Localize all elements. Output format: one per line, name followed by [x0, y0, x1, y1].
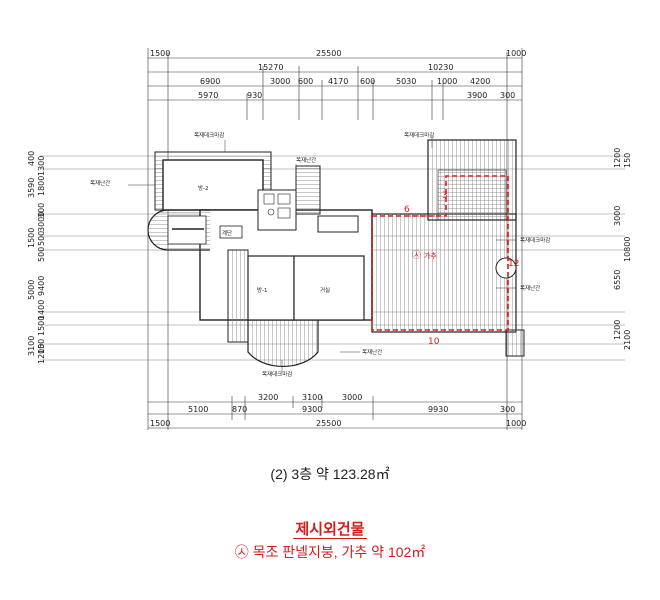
svg-text:3100: 3100 — [27, 336, 36, 356]
dim-r3-3: 600 — [298, 77, 313, 86]
floor-caption: (2) 3층 약 123.28㎡ — [270, 466, 390, 482]
svg-text:3200: 3200 — [258, 393, 278, 402]
red-symbol-text: 가추 — [424, 251, 437, 260]
callout-wood-deck-right-mid: 목재데크마감 — [520, 236, 550, 244]
callout-wood-rail-right: 목재난간 — [520, 284, 540, 292]
callout-wood-rail-left: 목재난간 — [90, 179, 110, 187]
svg-text:300: 300 — [37, 203, 46, 218]
dim-r4-2: 930 — [247, 91, 262, 100]
svg-text:1500: 1500 — [27, 228, 36, 248]
svg-text:9930: 9930 — [428, 405, 448, 414]
dim-r3-1: 6900 — [200, 77, 220, 86]
dim-r3-8: 4200 — [470, 77, 490, 86]
room-labels: 방-2 방-1 거실 계단 — [198, 184, 330, 294]
red-annex-boundary — [371, 175, 509, 331]
extra-building-title: 제시외건물 — [0, 518, 660, 539]
room-stair: 계단 — [222, 229, 232, 237]
dim-r2-1: 15270 — [258, 63, 283, 72]
dim-top-3: 1000 — [506, 49, 526, 58]
red-number-12: 12 — [508, 259, 519, 269]
svg-text:5100: 5100 — [188, 405, 208, 414]
extra-building-title-text: 제시외건물 — [293, 521, 367, 539]
svg-text:1800: 1800 — [37, 176, 46, 196]
svg-text:25500: 25500 — [316, 419, 341, 428]
dim-r4-3: 3900 — [467, 91, 487, 100]
red-number-6: 6 — [404, 205, 410, 215]
svg-text:3590: 3590 — [27, 178, 36, 198]
svg-text:1500: 1500 — [150, 419, 170, 428]
dim-r4-4: 300 — [500, 91, 515, 100]
callout-wood-rail-top: 목재난간 — [296, 156, 316, 164]
dim-r3-7: 1000 — [437, 77, 457, 86]
dim-r3-4: 4170 — [328, 77, 348, 86]
svg-text:1400: 1400 — [37, 300, 46, 320]
svg-text:2100: 2100 — [623, 330, 632, 350]
dim-top-2: 25500 — [316, 49, 341, 58]
svg-text:300: 300 — [500, 405, 515, 414]
dim-r4-1: 5970 — [198, 91, 218, 100]
room-living: 거실 — [320, 286, 330, 294]
dim-r3-6: 5030 — [396, 77, 416, 86]
svg-text:5000: 5000 — [27, 280, 36, 300]
callout-wood-rail-bottom: 목재난간 — [362, 348, 382, 356]
room-bedroom2: 방-2 — [198, 184, 209, 192]
svg-text:3000: 3000 — [37, 212, 46, 232]
svg-text:1300: 1300 — [37, 156, 46, 176]
svg-text:3000: 3000 — [613, 206, 622, 226]
dimension-text-left: 400 3590 1800 1300 300 1500 500 3000 500… — [27, 151, 46, 364]
callout-wood-deck-right-top: 목재데크마감 — [404, 131, 434, 139]
svg-text:1000: 1000 — [506, 419, 526, 428]
red-labels: 3 6 12 10 ㉦ 가추 — [404, 191, 519, 347]
dimension-text-bottom: 3200 3100 3000 5100 870 9300 9930 300 15… — [150, 393, 526, 428]
svg-text:500: 500 — [37, 231, 46, 246]
svg-text:6550: 6550 — [613, 270, 622, 290]
dimension-lines-bottom — [148, 396, 522, 429]
dim-r3-2: 3000 — [270, 77, 290, 86]
svg-text:400: 400 — [27, 151, 36, 166]
svg-text:1500: 1500 — [37, 316, 46, 336]
callout-leaders — [128, 136, 516, 372]
dimension-text-top: 1500 25500 1000 15270 10230 6900 3000 60… — [150, 49, 526, 100]
red-symbol: ㉦ — [412, 250, 421, 261]
svg-text:500: 500 — [37, 247, 46, 262]
svg-text:1200: 1200 — [37, 344, 46, 364]
svg-text:3000: 3000 — [342, 393, 362, 402]
dim-r3-5: 600 — [360, 77, 375, 86]
svg-text:150: 150 — [623, 153, 632, 168]
callout-wood-deck-top: 목재데크마감 — [194, 131, 224, 139]
svg-text:870: 870 — [232, 405, 247, 414]
callout-wood-deck-bottom: 목재데크마감 — [262, 370, 292, 378]
svg-text:9300: 9300 — [302, 405, 322, 414]
room-bedroom1: 방-1 — [257, 286, 268, 294]
svg-text:150: 150 — [37, 339, 46, 354]
dim-top-1: 1500 — [150, 49, 170, 58]
svg-text:1200: 1200 — [613, 320, 622, 340]
svg-text:10800: 10800 — [623, 237, 632, 262]
svg-text:1200: 1200 — [613, 148, 622, 168]
dim-r2-2: 10230 — [428, 63, 453, 72]
red-number-3: 3 — [442, 191, 448, 201]
red-number-10: 10 — [428, 337, 440, 347]
svg-text:3100: 3100 — [302, 393, 322, 402]
callout-labels: 목재데크마감 목재난간 목재난간 목재데크마감 목재데크마감 목재난간 목재난간… — [90, 131, 550, 378]
extra-building-description: ㉦ 목조 판넬지붕, 가추 약 102㎡ — [234, 544, 426, 560]
building-walls — [147, 139, 525, 367]
svg-text:9400: 9400 — [37, 276, 46, 296]
dimension-text-right: 150 1200 3000 10800 6550 1200 2100 — [613, 148, 632, 350]
